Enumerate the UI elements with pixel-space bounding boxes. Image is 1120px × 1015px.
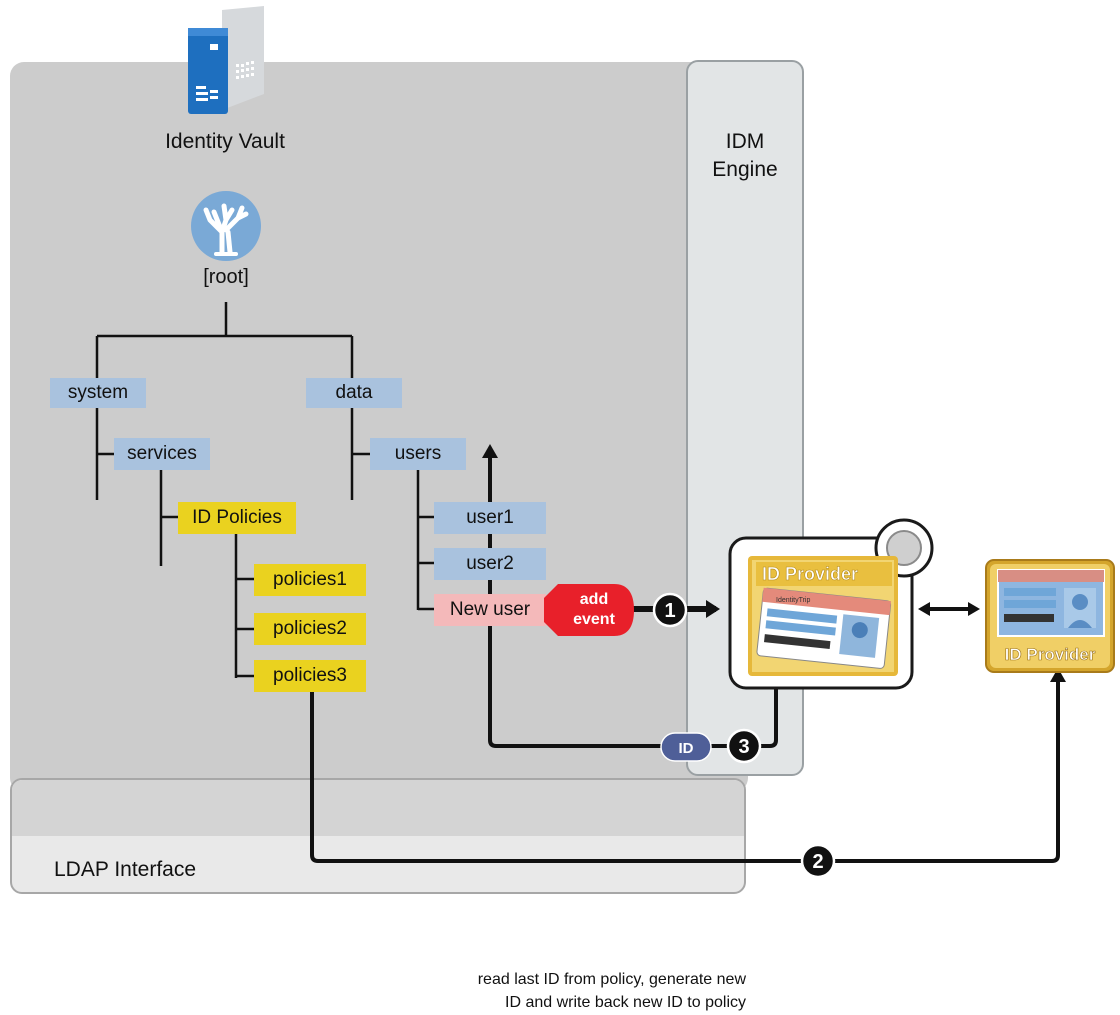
node-users: users	[370, 438, 466, 470]
identity-vault-title: Identity Vault	[165, 130, 285, 153]
step-1-number: 1	[664, 600, 675, 622]
node-policies1: policies1	[254, 564, 366, 596]
external-provider-label: ID Provider	[1005, 645, 1096, 664]
node-data: data	[306, 378, 402, 408]
step-3-number: 3	[738, 736, 749, 758]
node-user2: user2	[434, 548, 546, 580]
add-event-line2: event	[573, 611, 615, 628]
id-provider-engine-icon: ID Provider IdentityTrip	[728, 518, 934, 690]
ldap-interface-label: LDAP Interface	[54, 858, 197, 881]
add-event-line1: add	[579, 591, 609, 608]
ldap-interface-panel: LDAP Interface	[10, 778, 746, 894]
idm-engine-title-line1: IDM	[725, 130, 765, 153]
node-user1: user1	[434, 502, 546, 534]
idm-engine-title: IDM Engine	[686, 128, 804, 184]
add-event-badge	[544, 584, 634, 636]
server-icon	[188, 6, 264, 114]
step-1-badge: 1	[652, 592, 688, 628]
id-provider-external-icon: ID Provider	[985, 559, 1115, 673]
node-policies2: policies2	[254, 613, 366, 645]
step-2-badge: 2	[800, 843, 836, 879]
tree-root-icon	[191, 191, 261, 261]
idm-engine-title-line2: Engine	[712, 158, 778, 181]
step-2-number: 2	[812, 851, 823, 873]
caption-line2: ID and write back new ID to policy	[505, 994, 746, 1011]
identity-vault-panel	[10, 62, 748, 792]
id-badge: ID	[660, 732, 712, 762]
node-system: system	[50, 378, 146, 408]
step-2-caption: read last ID from policy, generate new I…	[356, 968, 746, 1014]
node-id-policies: ID Policies	[178, 502, 296, 534]
node-services: services	[114, 438, 210, 470]
id-badge-text: ID	[679, 740, 694, 757]
engine-provider-label: ID Provider	[762, 564, 858, 584]
ldap-interface-band	[12, 780, 744, 836]
step-3-badge: 3	[726, 728, 762, 764]
node-new-user: New user	[434, 594, 546, 626]
add-event-text: add event	[558, 590, 630, 630]
engine-card-header: IdentityTrip	[776, 597, 810, 604]
root-label: [root]	[203, 266, 249, 288]
node-policies3: policies3	[254, 660, 366, 692]
caption-line1: read last ID from policy, generate new	[477, 971, 746, 988]
